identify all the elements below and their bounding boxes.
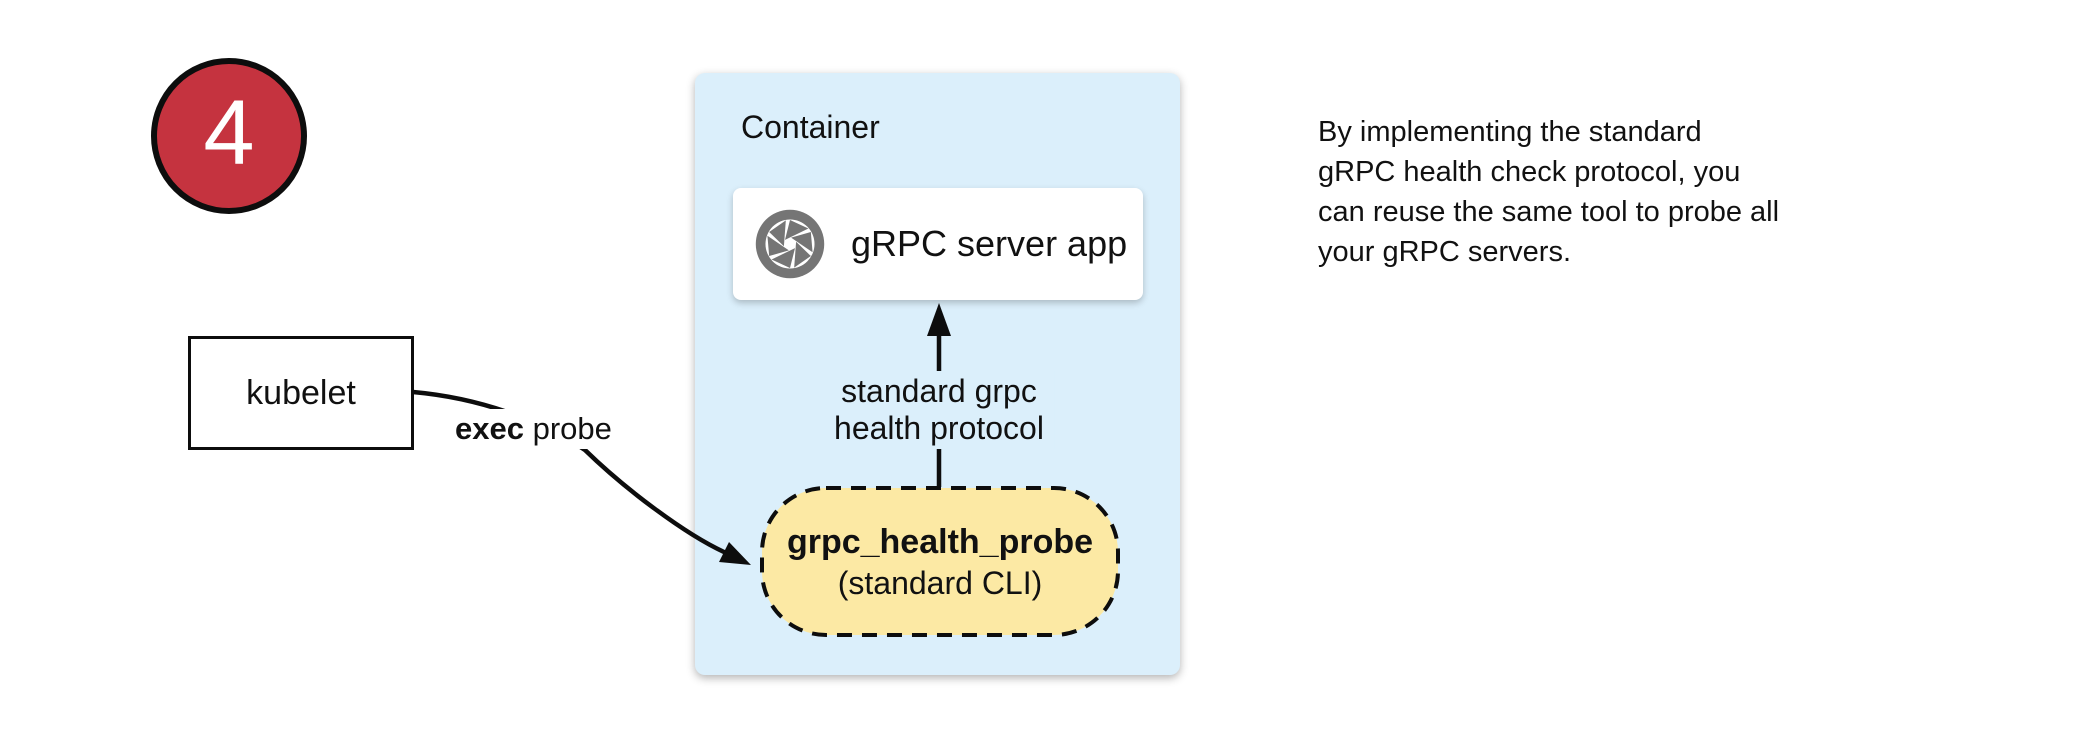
grpc-server-box: gRPC server app: [733, 188, 1143, 300]
step-badge: 4: [151, 58, 307, 214]
note-line: gRPC health check protocol, you: [1318, 156, 1741, 188]
step-number: 4: [203, 82, 255, 184]
probe-pill: grpc_health_probe (standard CLI): [762, 488, 1118, 635]
exec-probe-label: exec probe: [449, 409, 618, 449]
protocol-label-line1: standard grpc: [841, 373, 1037, 409]
note-line: can reuse the same tool to probe all: [1318, 196, 1780, 228]
exec-probe-label-bold: exec: [455, 411, 524, 446]
probe-pill-name: grpc_health_probe: [786, 522, 1094, 561]
exec-probe-label-rest: probe: [523, 411, 612, 446]
grpc-server-label: gRPC server app: [851, 223, 1128, 264]
protocol-label-line2: health protocol: [834, 410, 1044, 446]
note-line: your gRPC servers.: [1318, 236, 1572, 268]
protocol-arrow-label: standard grpc health protocol: [824, 371, 1054, 449]
kubelet-label: kubelet: [246, 373, 356, 412]
probe-pill-subtitle: (standard CLI): [837, 564, 1043, 601]
note-paragraph: By implementing the standard gRPC health…: [1318, 112, 1918, 272]
container-title: Container: [741, 109, 880, 145]
note-line: By implementing the standard: [1318, 116, 1702, 148]
aperture-icon: [755, 209, 825, 279]
kubelet-node: kubelet: [188, 336, 414, 450]
